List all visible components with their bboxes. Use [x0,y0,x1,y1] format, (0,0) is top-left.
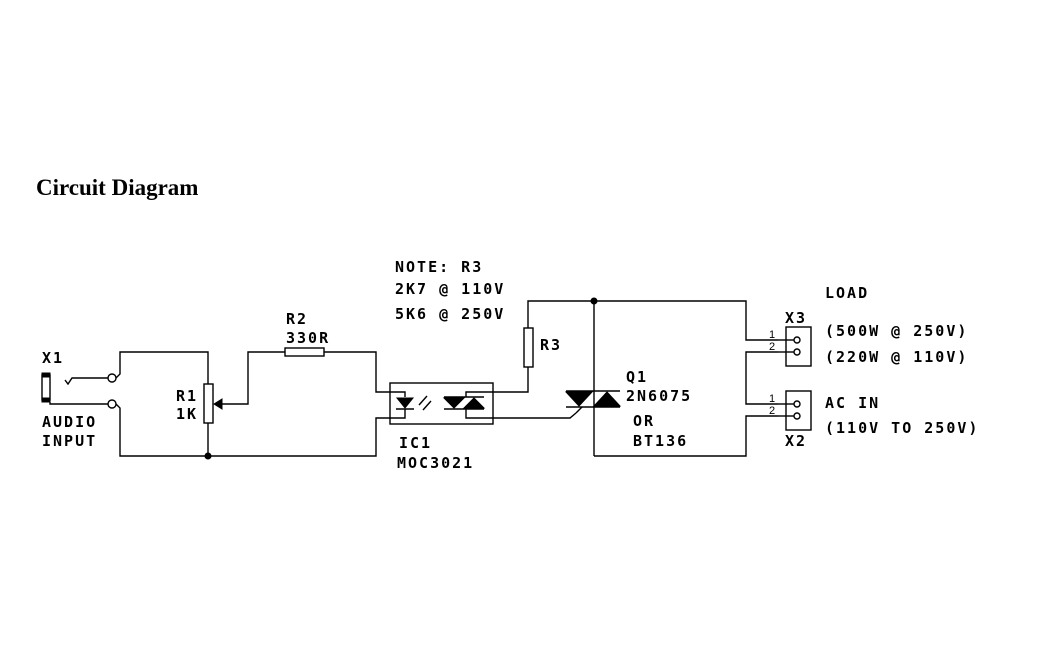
x2-pin2 [793,412,801,420]
q1-alt-word: OR [633,412,655,430]
q1-triac [564,301,622,456]
r3-ref-label: R3 [540,336,562,354]
audio-jack-x1 [41,372,117,409]
ic1-package [389,382,494,425]
x2-ref-label: X2 [785,432,807,450]
x2-pin1-label: 1 [769,393,775,405]
x3-pin1 [793,336,801,344]
wire-q1-to-acin [594,415,778,457]
q1-part-label: 2N6075 [626,387,692,405]
connector-x3 [778,326,812,367]
r1-wiper-arrow [213,398,223,410]
note-line3: 5K6 @ 250V [395,305,505,323]
note-line2: 2K7 @ 110V [395,280,505,298]
ic1-out-bottom [465,409,493,419]
q1-triac-forward [564,391,594,407]
x3-pin1-label: 1 [769,329,775,341]
wire-wiper-to-r2 [222,351,285,405]
x3-ref-label: X3 [785,309,807,327]
x3-load-label: LOAD [825,284,869,302]
x2-body [785,390,812,431]
ic1-out-top [465,391,493,397]
jack-ground-wire [49,402,108,405]
page-title: Circuit Diagram [36,175,199,200]
r1-ref-label: R1 [176,387,198,405]
wire-gate [493,412,577,419]
r1-value-label: 1K [176,405,198,423]
jack-signal-wire [64,377,108,386]
connector-x2 [778,390,812,431]
x2-acin-label: AC IN [825,394,880,412]
x2-pin1 [793,400,801,408]
jack-tip-bottom [41,397,51,403]
junction-dot-r1 [204,452,212,460]
x2-pin2-label: 2 [769,405,775,417]
ic1-led-cathode [392,409,406,419]
r2-value-label: 330R [286,329,330,347]
r3-resistor-body [523,327,534,368]
jack-body [41,374,51,401]
x2-range-label: (110V TO 250V) [825,419,979,437]
ic1-part-label: MOC3021 [397,454,474,472]
wire-jack-to-r1-top [115,351,209,384]
ic1-led-anode [392,391,406,397]
wire-r3-to-load [527,300,778,341]
q1-alt-part: BT136 [633,432,688,450]
x1-name-line2: INPUT [42,432,97,450]
x3-pin2 [793,348,801,356]
note-line1: NOTE: R3 [395,258,483,276]
ic1-diac-reverse [462,397,486,409]
wire-ic1-to-r3 [493,367,529,393]
jack-terminal-1 [107,373,117,383]
ic1-light-ray-1 [418,395,428,406]
ic1-light-ray-2 [422,400,432,411]
ic1-diac-forward [442,397,466,409]
wire-r2-to-ic1 [324,351,392,393]
ic1-led-icon [395,397,415,409]
x1-name-line1: AUDIO [42,413,97,431]
r2-resistor-body [284,347,325,357]
x3-rating1: (500W @ 250V) [825,322,968,340]
x3-body [785,326,812,367]
x3-rating2: (220W @ 110V) [825,348,968,366]
jack-terminal-2 [107,399,117,409]
wire-load-to-acin [745,351,778,405]
ic1-optocoupler [389,382,494,425]
r1-potentiometer-body [203,383,214,424]
q1-gate-lead [575,406,583,414]
jack-tip-top [41,372,51,378]
r2-ref-label: R2 [286,310,308,328]
q1-triac-reverse [592,391,622,407]
wire-ground-loop [115,403,392,457]
x1-ref-label: X1 [42,349,64,367]
x3-pin2-label: 2 [769,341,775,353]
q1-ref-label: Q1 [626,368,648,386]
ic1-ref-label: IC1 [399,434,432,452]
